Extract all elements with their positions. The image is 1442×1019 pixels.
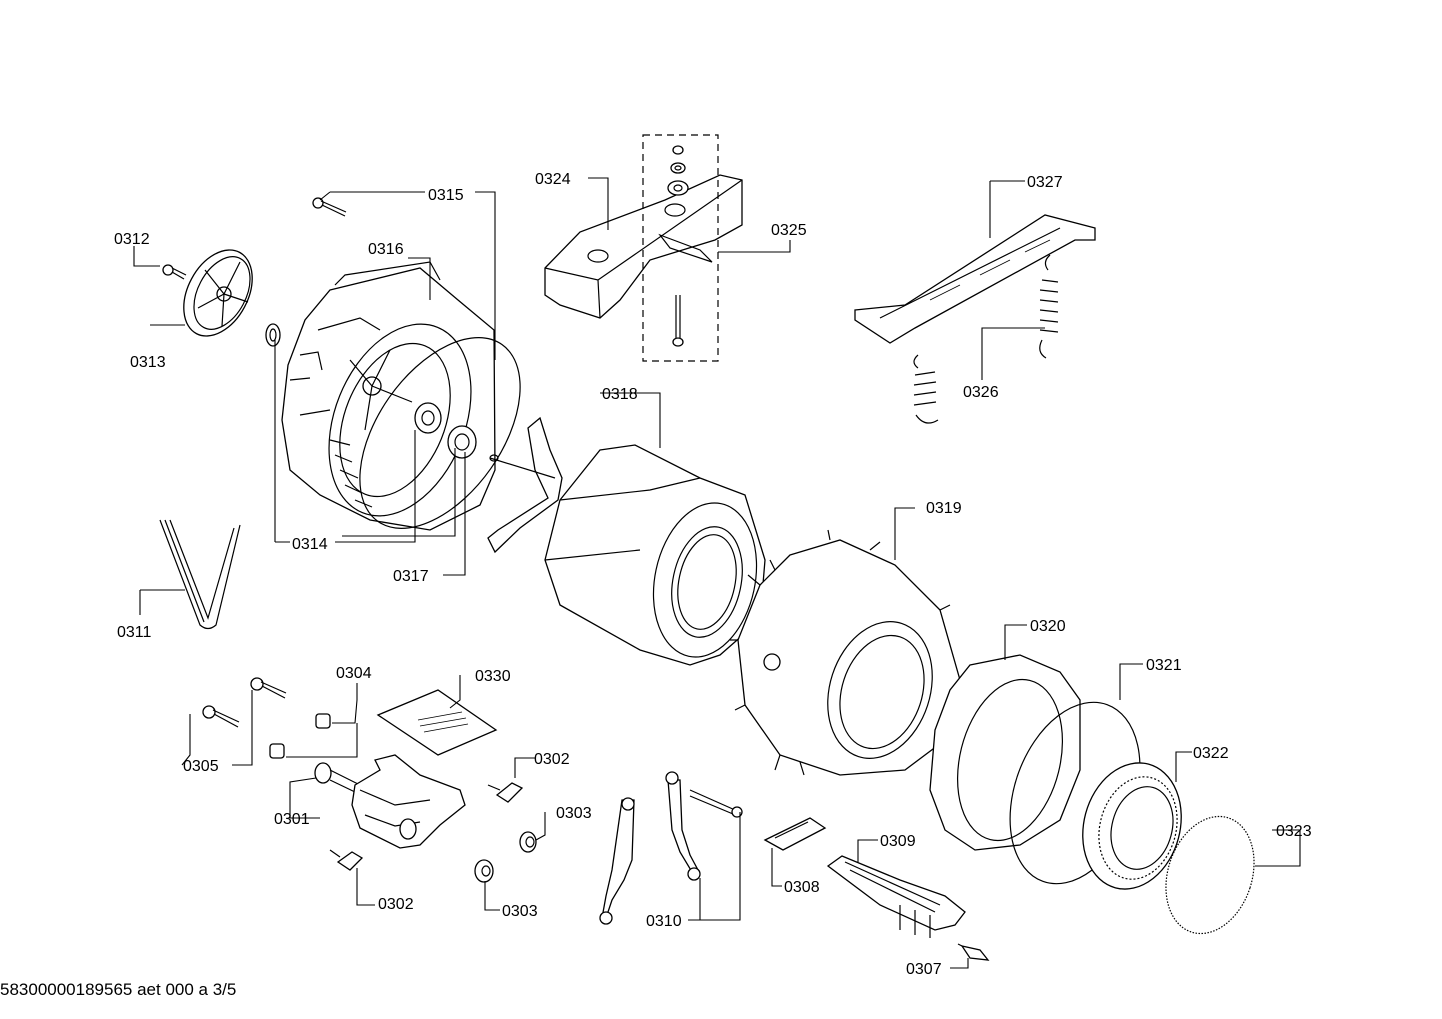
part-0310-shock-absorbers: [599, 771, 743, 925]
part-0313-pulley: [183, 249, 253, 337]
part-0323-spring-clip: [1165, 815, 1255, 935]
part-0330-document: [376, 689, 498, 756]
part-0327-bracket: [854, 214, 1096, 344]
part-0301-motor: [314, 754, 466, 849]
label-0312: 0312: [114, 231, 150, 248]
label-0303-upper: 0303: [556, 805, 592, 822]
part-0312-screw: [162, 264, 187, 280]
label-0327: 0327: [1027, 174, 1063, 191]
label-0315: 0315: [428, 187, 464, 204]
label-0322: 0322: [1193, 745, 1229, 762]
label-0301: 0301: [274, 811, 310, 828]
part-0314-seal: [265, 323, 281, 347]
label-0311: 0311: [117, 624, 152, 641]
label-0304: 0304: [336, 665, 372, 682]
leader-lines: [133, 177, 1301, 969]
document-footer: 58300000189565 aet 000 a 3/5: [0, 980, 237, 999]
label-0320: 0320: [1030, 618, 1066, 635]
part-0308-clip: [763, 817, 827, 851]
part-0304-0305-screws: [202, 677, 331, 759]
part-0325-fastener-group: [642, 134, 719, 362]
part-0319-front-tub: [730, 529, 969, 776]
label-0309: 0309: [880, 833, 916, 850]
part-0309-heater: [826, 855, 966, 938]
label-0319: 0319: [926, 500, 962, 517]
label-0303-lower: 0303: [502, 903, 538, 920]
label-0323: 0323: [1276, 823, 1312, 840]
label-0330: 0330: [475, 668, 511, 685]
part-0311-belt: [159, 519, 241, 630]
label-0325: 0325: [771, 222, 807, 239]
label-0321: 0321: [1146, 657, 1182, 674]
label-0324: 0324: [535, 171, 571, 188]
label-0326: 0326: [963, 384, 999, 401]
label-0310: 0310: [646, 913, 682, 930]
part-0315-bolt: [312, 197, 347, 217]
part-0318-drum: [487, 416, 766, 666]
label-0318: 0318: [602, 386, 638, 403]
callout-labels: 0312 0313 0315 0316 0314 0317 0311 0324 …: [114, 171, 1312, 978]
label-0302-upper: 0302: [534, 751, 570, 768]
part-0302-clip-lower: [329, 849, 364, 871]
part-0320-bellow: [929, 654, 1081, 851]
part-0302-clip-upper: [487, 782, 524, 803]
label-0308: 0308: [784, 879, 820, 896]
label-0317: 0317: [393, 568, 429, 585]
label-0307: 0307: [906, 961, 942, 978]
label-0302-lower: 0302: [378, 896, 414, 913]
part-0317-flange: [414, 402, 477, 459]
label-0313: 0313: [130, 354, 166, 371]
part-0322-ring: [1082, 762, 1182, 890]
part-0303-bushings: [474, 831, 537, 883]
label-0314: 0314: [292, 536, 328, 553]
part-0307-sensor: [957, 943, 990, 961]
part-0315-gasket: [359, 337, 521, 529]
label-0305: 0305: [183, 758, 219, 775]
part-0326-springs: [913, 254, 1059, 424]
label-0316: 0316: [368, 241, 404, 258]
part-0324-counterweight: [544, 174, 743, 319]
